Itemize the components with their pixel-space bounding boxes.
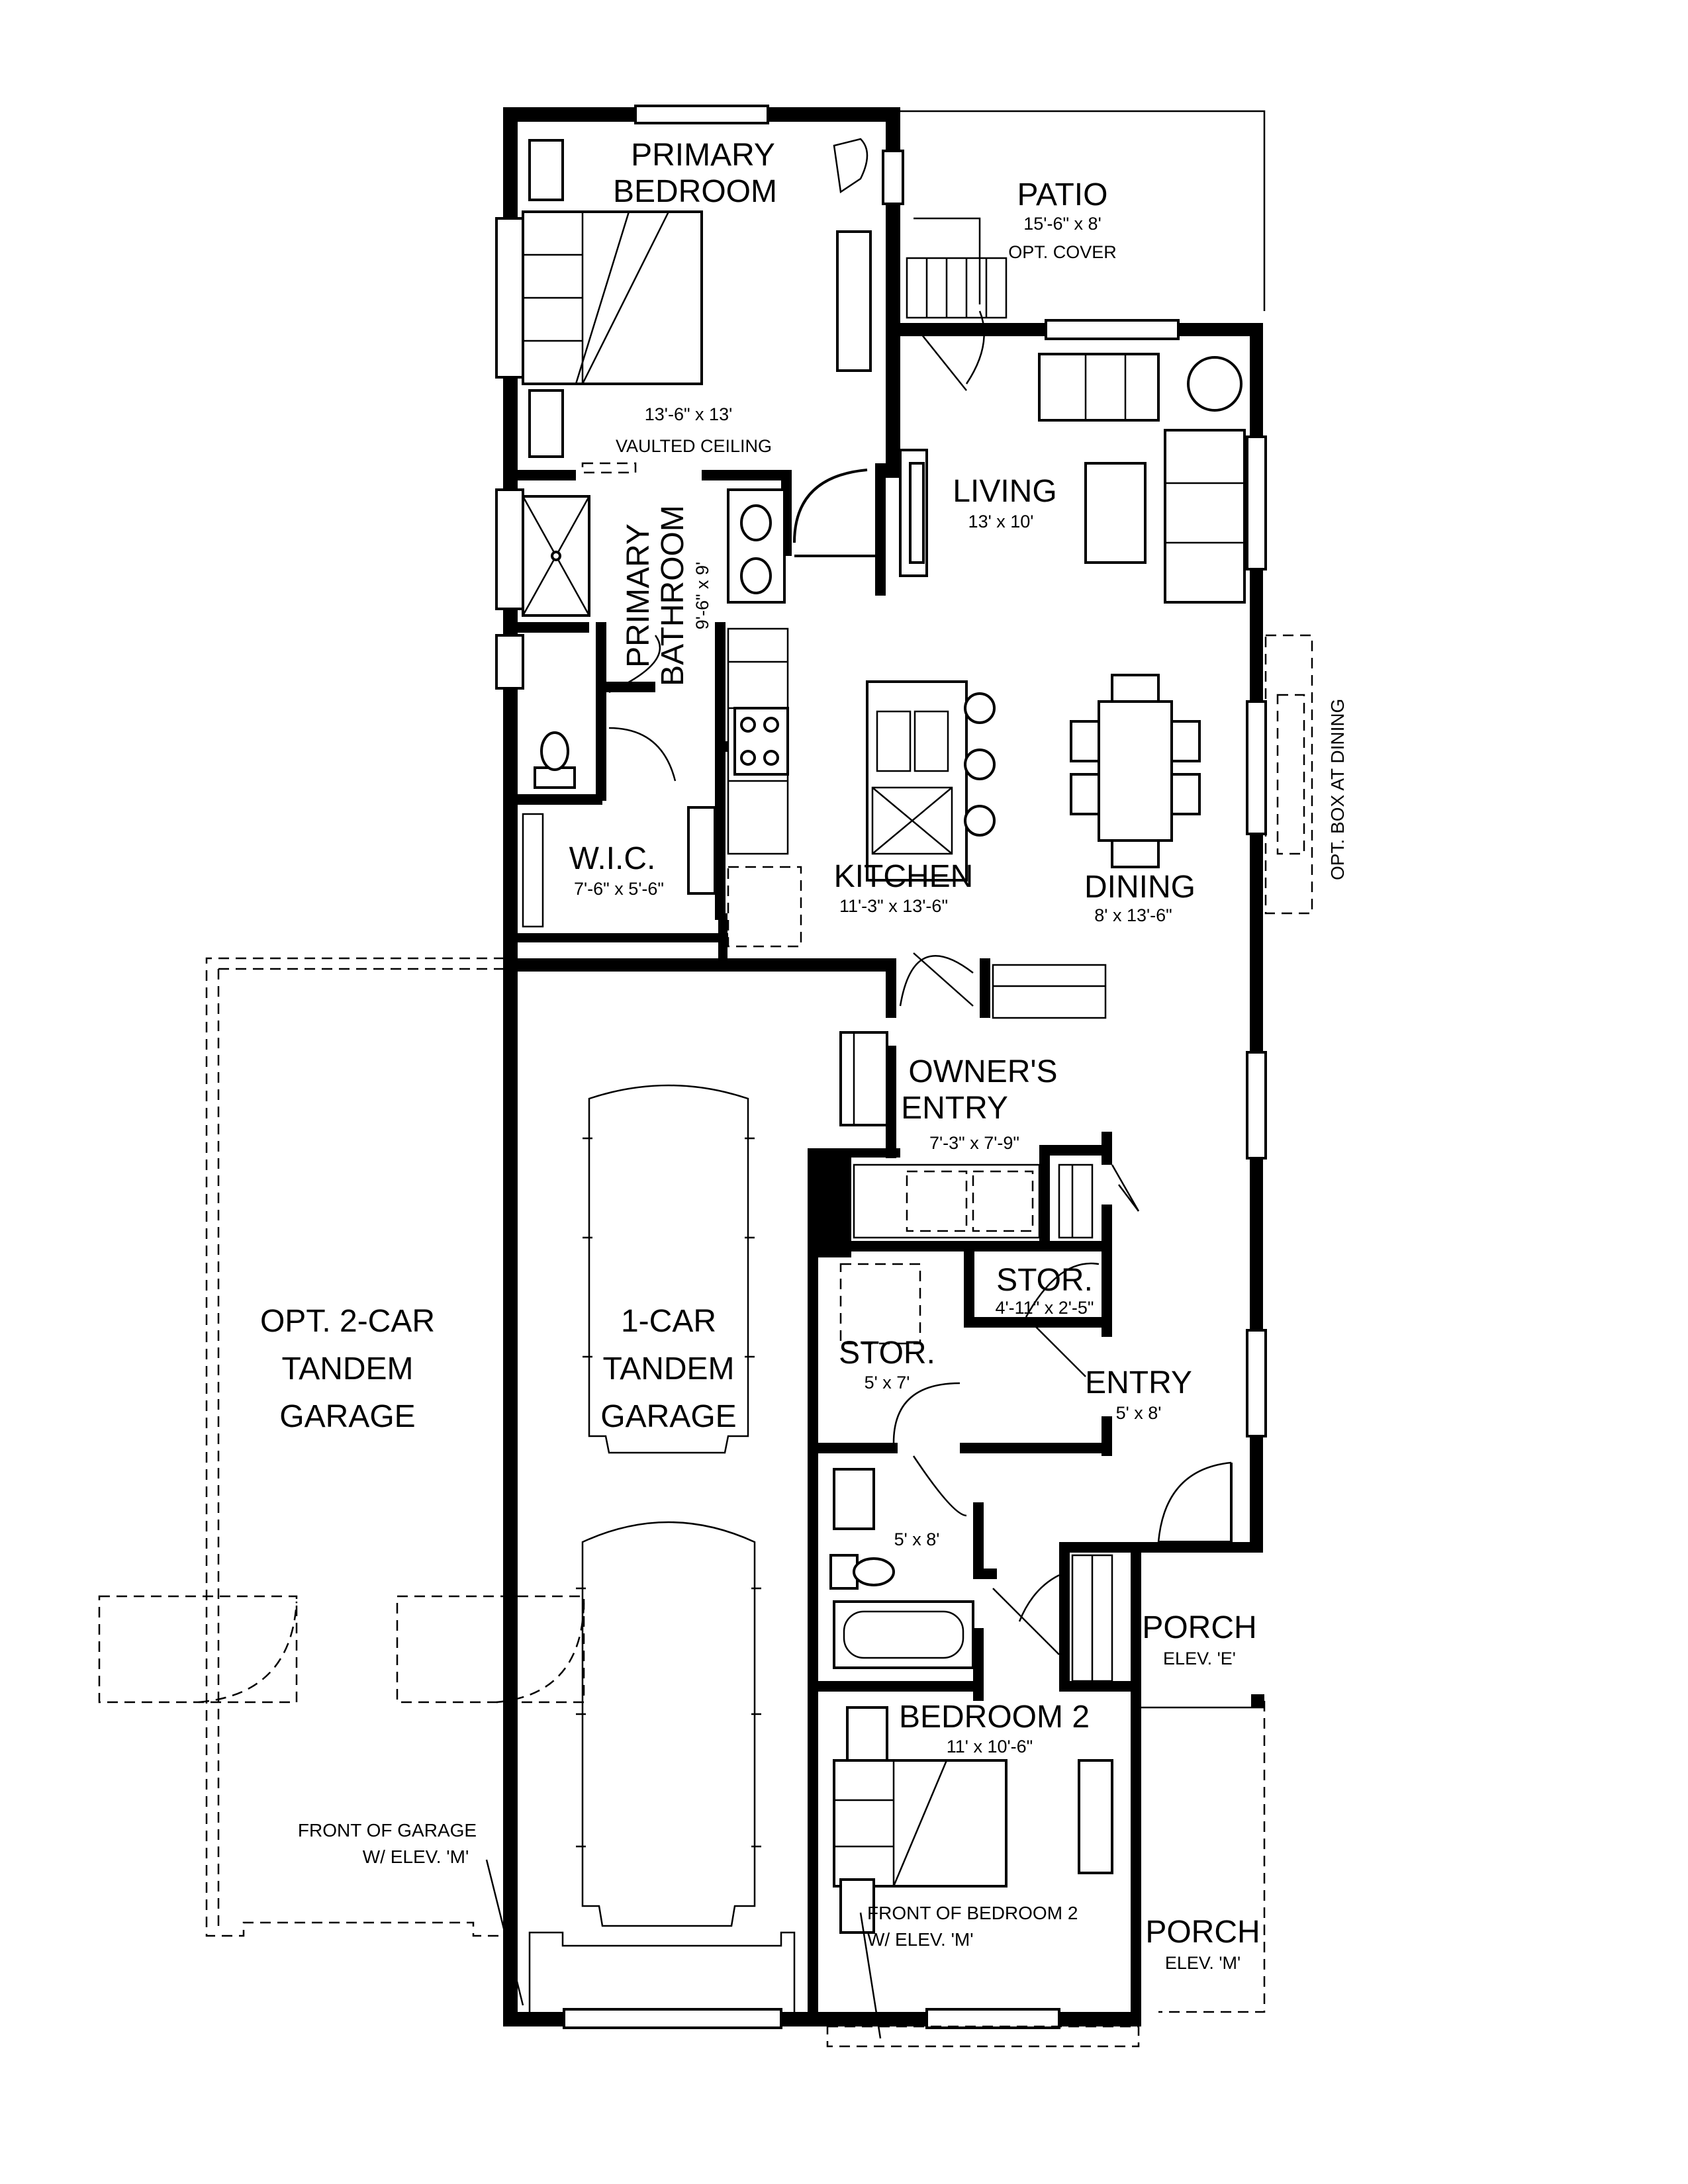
doors (608, 217, 1233, 1655)
stor-large-dim: 5' x 7' (865, 1373, 910, 1392)
front-bed2-note-1: FRONT OF BEDROOM 2 (867, 1903, 1078, 1923)
primary-bathroom-label-2: BATHROOM (655, 505, 690, 686)
labels: PRIMARY BEDROOM 13'-6" x 13' VAULTED CEI… (260, 138, 1348, 1973)
garage-2car-label-3: GARAGE (279, 1399, 415, 1434)
garage-2car-label-2: TANDEM (281, 1351, 413, 1387)
primary-bedroom-note: VAULTED CEILING (616, 436, 772, 456)
front-garage-note-2: W/ ELEV. 'M' (363, 1846, 469, 1867)
kitchen-label: KITCHEN (834, 859, 974, 894)
patio-outline (894, 110, 1266, 311)
dining-dim: 8' x 13'-6" (1094, 905, 1172, 925)
primary-bedroom-dim: 13'-6" x 13' (645, 404, 732, 424)
patio-note: OPT. COVER (1008, 242, 1117, 262)
owners-entry-dim: 7'-3" x 7'-9" (929, 1133, 1019, 1153)
wic-label: W.I.C. (569, 841, 656, 876)
garage-1car-label-3: GARAGE (600, 1399, 736, 1434)
patio-label: PATIO (1017, 177, 1108, 212)
primary-bathroom-label-1: PRIMARY (621, 523, 656, 668)
kitchen-dim: 11'-3" x 13'-6" (839, 896, 948, 916)
fixtures (485, 138, 1313, 2048)
bedroom2-label: BEDROOM 2 (899, 1700, 1090, 1735)
stor-small-dim: 4'-11" x 2'-5" (995, 1298, 1094, 1318)
dining-label: DINING (1084, 870, 1196, 905)
opt-box-note: OPT. BOX AT DINING (1327, 699, 1348, 880)
owners-entry-label-2: ENTRY (901, 1091, 1008, 1126)
entry-label: ENTRY (1085, 1365, 1192, 1400)
primary-bedroom-label-2: BEDROOM (613, 174, 777, 209)
garage-2car-label-1: OPT. 2-CAR (260, 1304, 435, 1339)
stor-small-label: STOR. (996, 1263, 1093, 1298)
front-garage-note-1: FRONT OF GARAGE (298, 1820, 477, 1841)
garage-1car-label-1: 1-CAR (621, 1304, 716, 1339)
front-bed2-note-2: W/ ELEV. 'M' (867, 1929, 974, 1950)
porch-m-note: ELEV. 'M' (1165, 1953, 1241, 1973)
living-dim: 13' x 10' (968, 512, 1034, 531)
primary-bedroom-label-1: PRIMARY (631, 138, 775, 173)
bath2-dim: 5' x 8' (894, 1529, 940, 1549)
porch-e-label: PORCH (1142, 1610, 1256, 1645)
porch-e-note: ELEV. 'E' (1163, 1649, 1236, 1668)
stor-large-label: STOR. (839, 1336, 935, 1371)
porch-m-label: PORCH (1145, 1915, 1260, 1950)
owners-entry-label-1: OWNER'S (908, 1054, 1057, 1089)
patio-dim: 15'-6" x 8' (1023, 214, 1101, 234)
primary-bathroom-dim: 9'-6" x 9' (692, 562, 712, 629)
garage-1car-label-2: TANDEM (602, 1351, 734, 1387)
entry-dim: 5' x 8' (1116, 1403, 1162, 1423)
living-label: LIVING (953, 474, 1056, 509)
interior-walls (503, 463, 1141, 2022)
wic-dim: 7'-6" x 5'-6" (574, 879, 664, 899)
bedroom2-dim: 11' x 10'-6" (947, 1737, 1033, 1756)
